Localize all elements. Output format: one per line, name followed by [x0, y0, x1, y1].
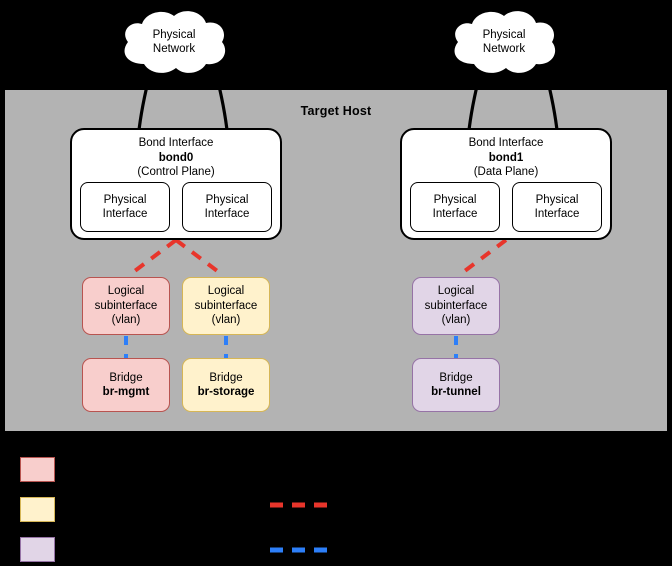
bond0-role: (Control Plane) — [137, 166, 215, 178]
legend-swatch-mgmt — [20, 457, 55, 482]
vlan-mgmt-line3: (vlan) — [111, 314, 141, 327]
bond0-nic1-line2: Interface — [102, 208, 148, 220]
cloud-label-left-line2: Network — [152, 43, 196, 55]
vlan-mgmt-line1: Logical — [107, 285, 145, 298]
vlan-storage-line3: (vlan) — [211, 314, 241, 327]
cloud-physical-network-left: Physical Network — [118, 8, 230, 76]
logical-subinterface-mgmt[interactable]: Logical subinterface (vlan) — [82, 277, 170, 335]
bond1-nic2-line2: Interface — [534, 208, 580, 220]
cloud-label-right-line2: Network — [482, 43, 526, 55]
bond0-name: bond0 — [158, 151, 194, 164]
bond0-heading: Bond Interface — [138, 137, 214, 149]
bond1-physical-interface-1[interactable]: Physical Interface — [410, 182, 500, 232]
cloud-shape-icon — [454, 11, 556, 73]
logical-subinterface-tunnel[interactable]: Logical subinterface (vlan) — [412, 277, 500, 335]
bridge-br-mgmt[interactable]: Bridge br-mgmt — [82, 358, 170, 412]
bond1-physical-interface-2[interactable]: Physical Interface — [512, 182, 602, 232]
vlan-mgmt-line2: subinterface — [94, 299, 158, 312]
bond1-name: bond1 — [488, 151, 524, 164]
bond1-nic2-line1: Physical — [535, 193, 579, 206]
cloud-label-left: Physical Network — [118, 28, 230, 56]
bridge-br-storage[interactable]: Bridge br-storage — [182, 358, 270, 412]
bond1-role: (Data Plane) — [473, 166, 539, 178]
bond0-heading-block: Bond Interface bond0 (Control Plane) — [72, 136, 280, 180]
legend-swatch-tunnel — [20, 537, 55, 562]
bridge-br-tunnel[interactable]: Bridge br-tunnel — [412, 358, 500, 412]
bond0-nic2-line2: Interface — [204, 208, 250, 220]
bond0-nic2-line1: Physical — [205, 193, 249, 206]
bridge-mgmt-label: Bridge — [109, 371, 143, 384]
bridge-tunnel-name: br-tunnel — [431, 386, 481, 398]
bond1-heading: Bond Interface — [468, 137, 544, 149]
vlan-storage-line1: Logical — [207, 285, 245, 298]
vlan-tunnel-line1: Logical — [437, 285, 475, 298]
bond1-heading-block: Bond Interface bond1 (Data Plane) — [402, 136, 610, 180]
cloud-shape-icon — [124, 11, 226, 73]
vlan-storage-line2: subinterface — [194, 299, 258, 312]
bridge-storage-name: br-storage — [197, 386, 255, 398]
cloud-label-right: Physical Network — [448, 28, 560, 56]
legend-swatch-storage — [20, 497, 55, 522]
cloud-label-right-line1: Physical — [482, 29, 526, 41]
bond1-nic1-line1: Physical — [433, 193, 477, 206]
bond-interface-bond0[interactable]: Bond Interface bond0 (Control Plane) Phy… — [70, 128, 282, 240]
bond1-nic1-line2: Interface — [432, 208, 478, 220]
bridge-tunnel-label: Bridge — [439, 371, 473, 384]
logical-subinterface-storage[interactable]: Logical subinterface (vlan) — [182, 277, 270, 335]
cloud-physical-network-right: Physical Network — [448, 8, 560, 76]
vlan-tunnel-line2: subinterface — [424, 299, 488, 312]
bond0-physical-interface-2[interactable]: Physical Interface — [182, 182, 272, 232]
target-host-title: Target Host — [300, 104, 372, 118]
bond0-physical-interface-1[interactable]: Physical Interface — [80, 182, 170, 232]
cloud-label-left-line1: Physical — [152, 29, 196, 41]
bond0-nic1-line1: Physical — [103, 193, 147, 206]
bridge-storage-label: Bridge — [209, 371, 243, 384]
bridge-mgmt-name: br-mgmt — [102, 386, 150, 398]
bond-interface-bond1[interactable]: Bond Interface bond1 (Data Plane) Physic… — [400, 128, 612, 240]
vlan-tunnel-line3: (vlan) — [441, 314, 471, 327]
